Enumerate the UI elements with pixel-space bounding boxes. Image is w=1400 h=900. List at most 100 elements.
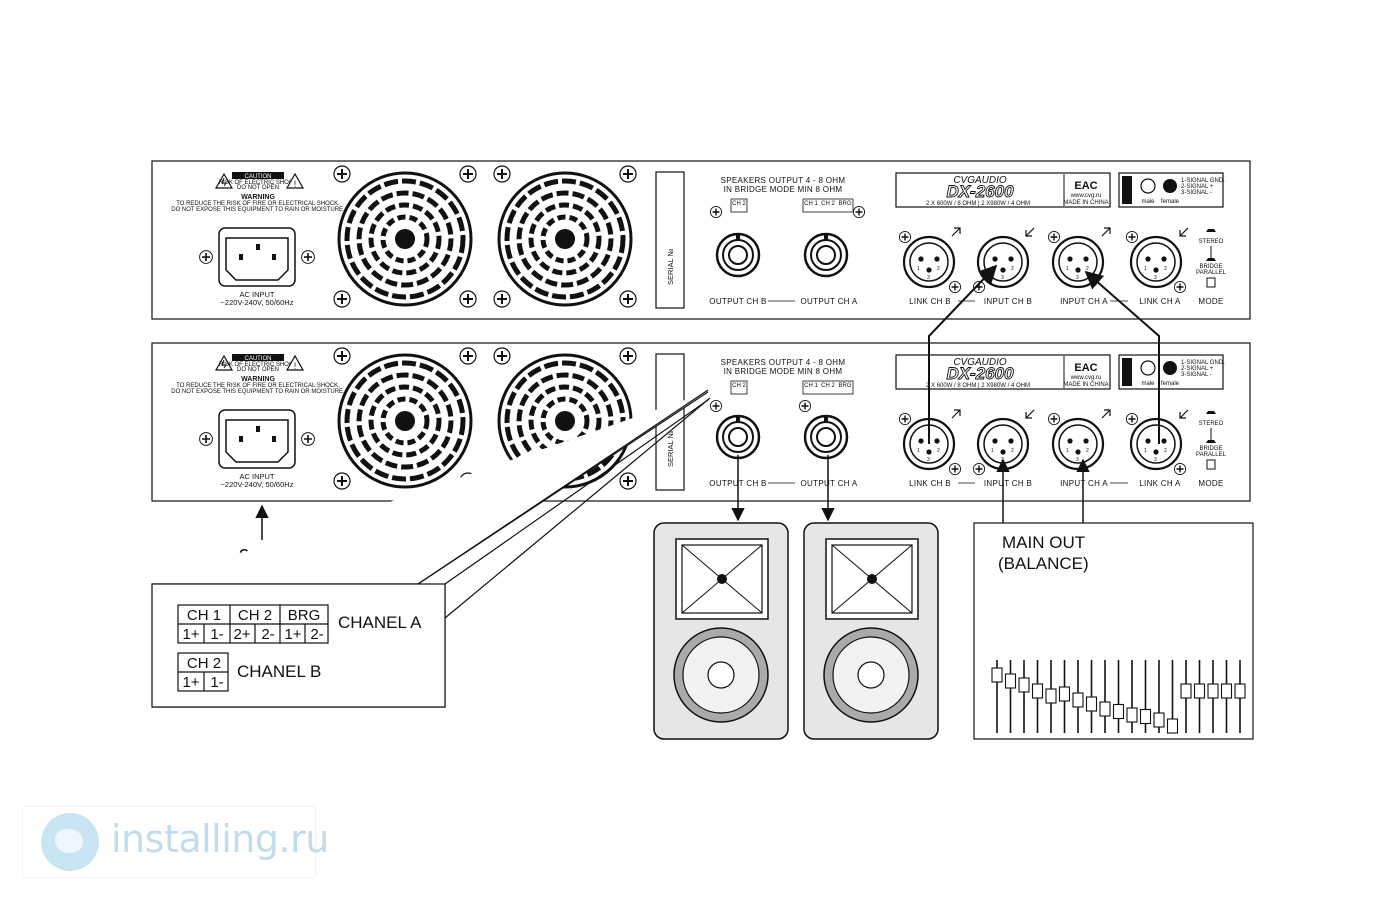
fader-knob xyxy=(1112,703,1125,720)
fader-knob xyxy=(1058,686,1071,702)
speaker-cables xyxy=(731,455,835,522)
svg-text:CVGAUDIO: CVGAUDIO xyxy=(953,175,1007,186)
svg-text:1-SIGNAL GND.: 1-SIGNAL GND. xyxy=(1181,178,1225,184)
svg-text:CH 1: CH 1 xyxy=(187,607,221,624)
svg-text:1-: 1- xyxy=(210,626,223,643)
svg-text:CHANEL B: CHANEL B xyxy=(237,662,321,681)
svg-text:STEREO: STEREO xyxy=(1199,421,1224,427)
serial-number-plate: SERIAL № xyxy=(655,171,685,309)
svg-text:WARNING: WARNING xyxy=(241,194,275,201)
model-plate: CVGAUDIO DX-2600 2 X 600W / 8 OHM | 2 X9… xyxy=(895,172,1225,208)
svg-text:MADE IN CHINA: MADE IN CHINA xyxy=(1063,200,1108,206)
fader-knob xyxy=(1180,683,1192,699)
svg-text:DO NOT OPEN: DO NOT OPEN xyxy=(237,367,279,373)
svg-text:1-: 1- xyxy=(210,674,223,691)
svg-text:PARALLEL: PARALLEL xyxy=(1196,270,1227,276)
svg-text:female: female xyxy=(1161,199,1180,205)
svg-text:CH 2: CH 2 xyxy=(821,383,835,389)
svg-text:male: male xyxy=(1141,381,1155,387)
caution-label: CAUTION RISK OF ELECTRIC SHOCK DO NOT OP… xyxy=(171,172,345,213)
svg-text:WARNING: WARNING xyxy=(241,376,275,383)
fader-knob xyxy=(1099,701,1111,717)
svg-text:DO NOT EXPOSE THIS EQUIPMENT T: DO NOT EXPOSE THIS EQUIPMENT TO RAIN OR … xyxy=(171,207,345,213)
svg-text:1-SIGNAL GND.: 1-SIGNAL GND. xyxy=(1181,360,1225,366)
svg-text:SPEAKERS OUTPUT 4 - 8 OHM: SPEAKERS OUTPUT 4 - 8 OHM xyxy=(721,176,846,185)
watermark-text: installing.ru xyxy=(111,817,329,861)
svg-text:EAC: EAC xyxy=(1074,362,1097,374)
svg-text:DX-2600: DX-2600 xyxy=(946,182,1014,201)
svg-text:MODE: MODE xyxy=(1198,479,1223,488)
svg-text:www.cvg.ru: www.cvg.ru xyxy=(1070,375,1102,381)
svg-text:PARALLEL: PARALLEL xyxy=(1196,452,1227,458)
watermark: installing.ru xyxy=(22,806,329,878)
fader-knob xyxy=(1031,683,1044,699)
svg-text:CH 2: CH 2 xyxy=(732,383,746,389)
mixer-out-cables xyxy=(996,458,1090,523)
svg-text:SPEAKERS OUTPUT 4 - 8 OHM: SPEAKERS OUTPUT 4 - 8 OHM xyxy=(721,358,846,367)
fader-knob xyxy=(1207,683,1219,699)
svg-text:CH 2: CH 2 xyxy=(187,655,221,672)
ac-input-socket: AC INPUT ~220V-240V, 50/60Hz xyxy=(198,227,316,307)
svg-text:~220V-240V, 50/60Hz: ~220V-240V, 50/60Hz xyxy=(221,298,294,307)
svg-text:STEREO: STEREO xyxy=(1199,239,1224,245)
svg-text:1+: 1+ xyxy=(182,626,199,643)
svg-text:TO REDUCE THE RISK OF FIRE OR: TO REDUCE THE RISK OF FIRE OR ELECTRICAL… xyxy=(176,201,340,207)
fader-knob xyxy=(1072,692,1084,708)
svg-text:female: female xyxy=(1161,381,1180,387)
svg-text:DO NOT EXPOSE THIS EQUIPMENT T: DO NOT EXPOSE THIS EQUIPMENT TO RAIN OR … xyxy=(171,389,345,395)
svg-text:2 X 600W / 8 OHM | 2 X980W / 4: 2 X 600W / 8 OHM | 2 X980W / 4 OHM xyxy=(926,383,1030,389)
svg-text:AC INPUT: AC INPUT xyxy=(239,290,274,299)
svg-text:DO NOT OPEN: DO NOT OPEN xyxy=(237,185,279,191)
xlr-inputs: LINK CH B INPUT CH B INPUT CH A LINK CH … xyxy=(898,409,1189,488)
mode-switch: STEREO BRIDGE PARALLEL MODE xyxy=(1196,411,1227,488)
mixer-faders xyxy=(991,660,1246,734)
svg-text:SERIAL №: SERIAL № xyxy=(666,430,675,467)
svg-text:MAIN OUT: MAIN OUT xyxy=(1002,533,1085,552)
link-cables xyxy=(928,264,1160,444)
svg-text:2+: 2+ xyxy=(233,626,250,643)
amplifier-top-rear-panel: CAUTION RISK OF ELECTRIC SHOCK DO NOT OP… xyxy=(151,160,1251,320)
fader-knob xyxy=(1018,677,1030,693)
fader-knob xyxy=(1126,707,1138,723)
svg-text:SERIAL №: SERIAL № xyxy=(666,248,675,285)
svg-text:LINK CH A: LINK CH A xyxy=(1139,297,1181,306)
mixer-console: MAIN OUT (BALANCE) xyxy=(973,458,1254,740)
svg-text:TO REDUCE THE RISK OF FIRE OR: TO REDUCE THE RISK OF FIRE OR ELECTRICAL… xyxy=(176,383,340,389)
svg-text:IN BRIDGE MODE MIN 8 OHM: IN BRIDGE MODE MIN 8 OHM xyxy=(724,367,843,376)
fader-knob xyxy=(1166,718,1179,734)
svg-text:IN BRIDGE MODE MIN 8 OHM: IN BRIDGE MODE MIN 8 OHM xyxy=(724,185,843,194)
svg-text:AC INPUT: AC INPUT xyxy=(239,472,274,481)
svg-text:RISK OF ELECTRIC SHOCK: RISK OF ELECTRIC SHOCK xyxy=(219,180,297,186)
svg-text:!: ! xyxy=(294,361,297,371)
svg-text:INPUT CH A: INPUT CH A xyxy=(1060,479,1108,488)
svg-text:CVGAUDIO: CVGAUDIO xyxy=(953,357,1007,368)
svg-text:BRG: BRG xyxy=(838,201,851,207)
svg-text:3-SIGNAL -: 3-SIGNAL - xyxy=(1181,372,1212,378)
svg-text:BRIDGE: BRIDGE xyxy=(1199,264,1222,270)
svg-text:CH 1: CH 1 xyxy=(804,383,818,389)
svg-text:MODE: MODE xyxy=(1198,297,1223,306)
fader-knob xyxy=(991,667,1003,683)
svg-text:CAUTION: CAUTION xyxy=(245,174,272,180)
speakers-output-section: SPEAKERS OUTPUT 4 - 8 OHM IN BRIDGE MODE… xyxy=(709,176,866,306)
svg-text:1+: 1+ xyxy=(182,674,199,691)
svg-text:RISK OF ELECTRIC SHOCK: RISK OF ELECTRIC SHOCK xyxy=(219,362,297,368)
svg-text:2-: 2- xyxy=(310,626,323,643)
svg-text:LINK CH A: LINK CH A xyxy=(1139,479,1181,488)
svg-text:EAC: EAC xyxy=(1074,180,1097,192)
speaker-right xyxy=(803,522,939,740)
svg-text:CH 2: CH 2 xyxy=(238,607,272,624)
svg-text:!: ! xyxy=(294,179,297,189)
fader-knob xyxy=(1153,712,1165,728)
svg-text:2-: 2- xyxy=(261,626,274,643)
svg-text:male: male xyxy=(1141,199,1155,205)
svg-text:~220V-240V, 50/60Hz: ~220V-240V, 50/60Hz xyxy=(221,480,294,489)
caution-label: CAUTION RISK OF ELECTRIC SHOCK DO NOT OP… xyxy=(171,354,345,395)
mode-switch: STEREO BRIDGE PARALLEL MODE xyxy=(1196,229,1227,306)
svg-text:CH 2: CH 2 xyxy=(732,201,746,207)
svg-text:INPUT CH B: INPUT CH B xyxy=(984,297,1032,306)
fader-knob xyxy=(1045,688,1057,704)
svg-text:CH 1: CH 1 xyxy=(804,201,818,207)
amplifier-bottom-rear-panel: CAUTION RISK OF ELECTRIC SHOCK DO NOT OP… xyxy=(151,342,1251,502)
model-plate: CVGAUDIO DX-2600 2 X 600W / 8 OHM | 2 X9… xyxy=(895,354,1225,390)
